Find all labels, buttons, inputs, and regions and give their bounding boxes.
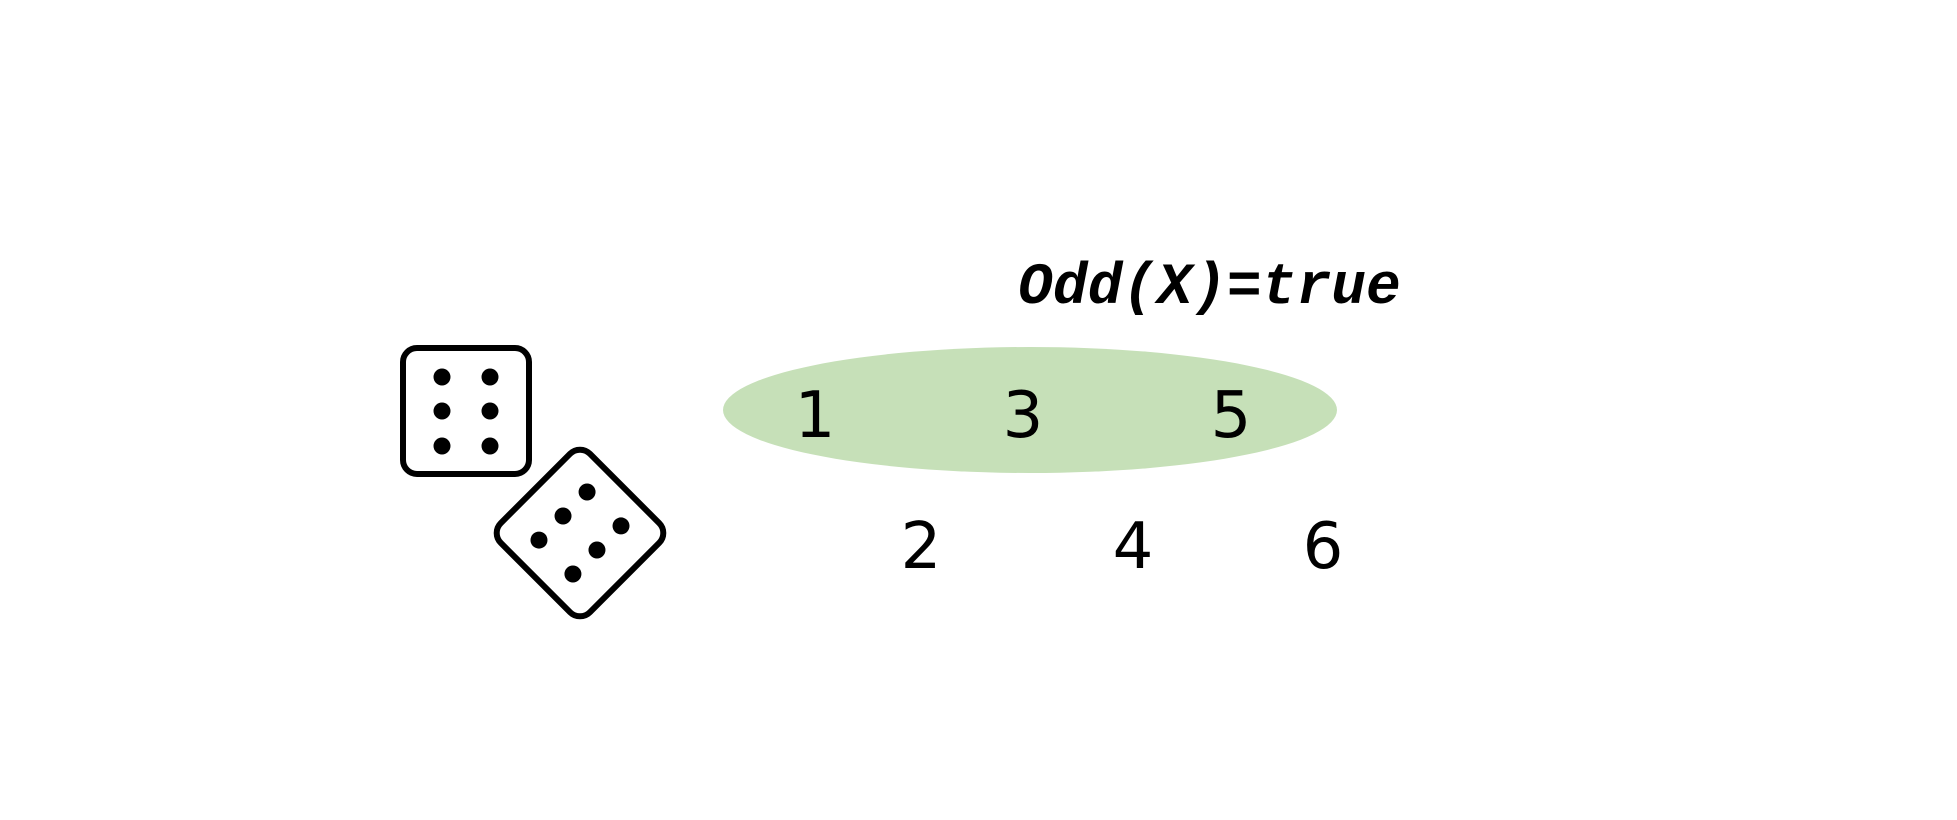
outcome-number: 6 [1303, 510, 1344, 584]
outcome-number: 2 [901, 510, 942, 584]
outcome-number: 1 [795, 379, 836, 453]
event-label: Odd(X)=true [1018, 256, 1401, 321]
outcome-number: 3 [1003, 379, 1044, 453]
dice-icon [400, 345, 667, 620]
odd-outcomes: 1 3 5 [795, 379, 1252, 453]
even-outcomes: 2 4 6 [901, 510, 1344, 584]
outcome-number: 4 [1113, 510, 1154, 584]
odd-event-region [723, 347, 1337, 473]
die-tilted-icon [493, 446, 667, 620]
die-upright-icon [400, 345, 532, 477]
outcome-number: 5 [1211, 379, 1252, 453]
